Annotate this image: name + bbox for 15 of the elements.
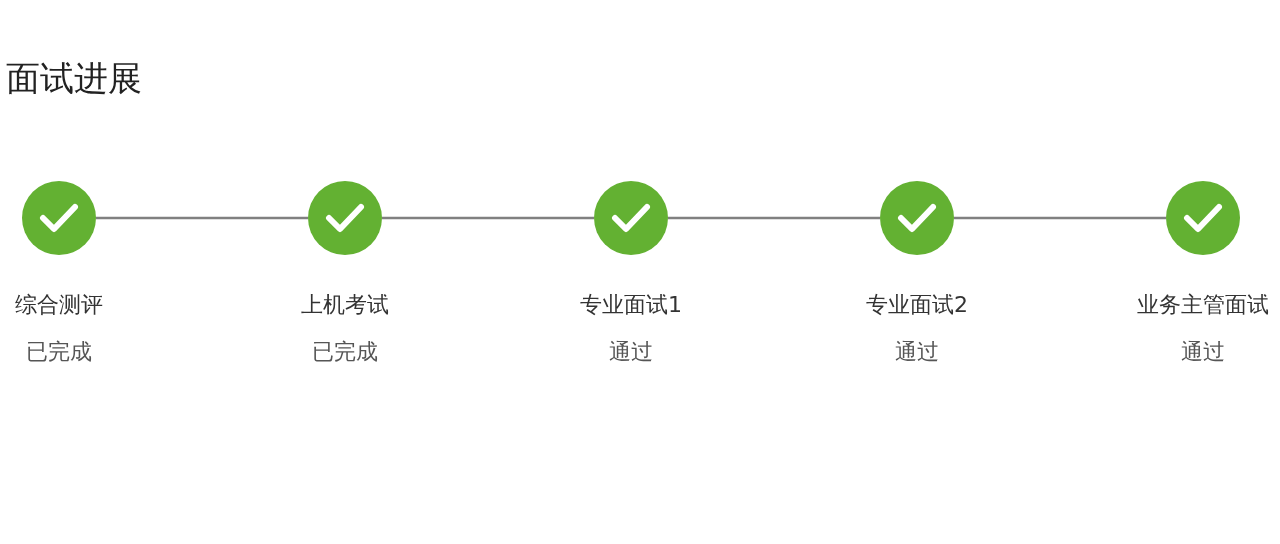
step-status: 已完成 xyxy=(312,338,378,366)
connector-line xyxy=(96,216,308,220)
step-status: 通过 xyxy=(895,338,939,366)
step-name: 业务主管面试 xyxy=(1137,291,1269,319)
step-name: 专业面试2 xyxy=(866,291,968,319)
step-status: 已完成 xyxy=(26,338,92,366)
step-name: 综合测评 xyxy=(15,291,103,319)
page-title: 面试进展 xyxy=(6,57,142,100)
connector-line xyxy=(668,216,880,220)
connector-line xyxy=(954,216,1166,220)
step-name: 专业面试1 xyxy=(580,291,682,319)
step-status: 通过 xyxy=(609,338,653,366)
step-status: 通过 xyxy=(1181,338,1225,366)
step-name: 上机考试 xyxy=(301,291,389,319)
connector-line xyxy=(382,216,594,220)
